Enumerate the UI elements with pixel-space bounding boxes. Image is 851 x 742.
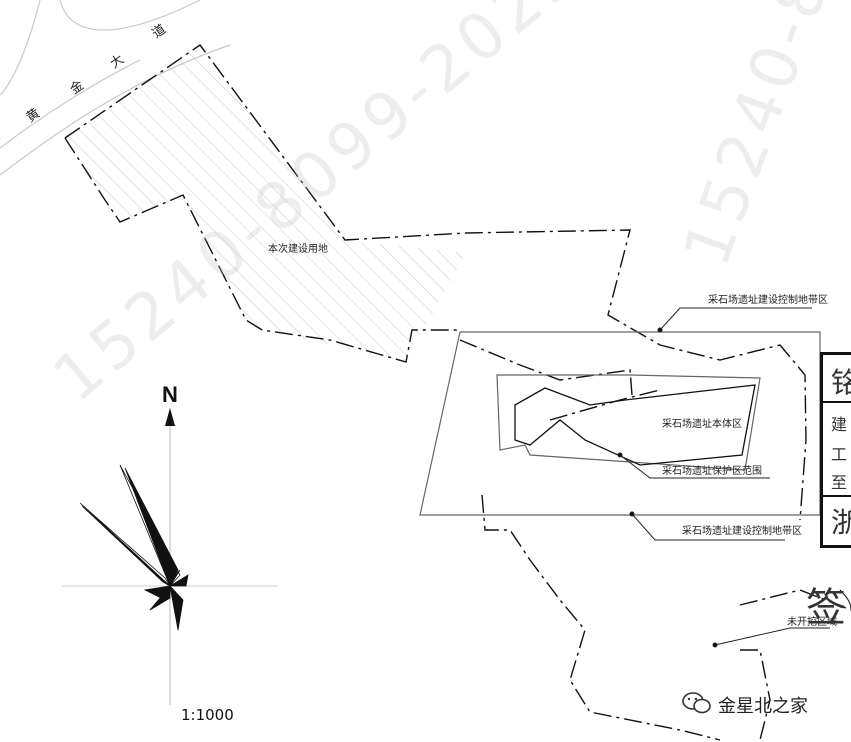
site-body-label: 采石场遗址本体区 xyxy=(662,417,742,430)
leader-lines xyxy=(617,307,830,648)
unexcavated-label: 未开挖区域 xyxy=(787,615,837,628)
north-arrow: N xyxy=(62,382,278,705)
north-letter: N xyxy=(162,382,178,407)
road-lines xyxy=(0,0,231,176)
site-zones xyxy=(419,331,821,516)
road-char: 道 xyxy=(150,22,169,42)
protection-range-outline xyxy=(496,374,761,471)
title-block: 铭 建 工 至 浙 xyxy=(820,352,851,548)
title-block-char: 至 xyxy=(831,473,848,492)
site-body-outline xyxy=(514,384,756,466)
boundary-line xyxy=(64,44,851,741)
title-block-char: 工 xyxy=(831,445,848,464)
road-char: 金 xyxy=(67,77,87,98)
signature-stamp: 签 xyxy=(806,585,846,631)
title-block-char: 建 xyxy=(831,415,848,434)
scale-label: 1:1000 xyxy=(181,706,234,724)
road-char: 黄 xyxy=(24,106,43,126)
title-block-char: 浙 xyxy=(831,506,851,539)
land-use-label: 本次建设用地 xyxy=(268,242,328,255)
title-block-char: 铭 xyxy=(831,366,851,399)
wechat-icon xyxy=(682,692,711,714)
control-zone-top-label: 采石场遗址建设控制地带区 xyxy=(708,293,828,306)
construction-land-area xyxy=(65,45,466,362)
control-zone-rect xyxy=(419,331,821,516)
brand-label: 金星北之家 xyxy=(718,696,808,717)
control-zone-bottom-label: 采石场遗址建设控制地带区 xyxy=(682,524,802,537)
protection-range-label: 采石场遗址保护区范围 xyxy=(662,464,762,477)
wind-rose xyxy=(79,464,189,631)
